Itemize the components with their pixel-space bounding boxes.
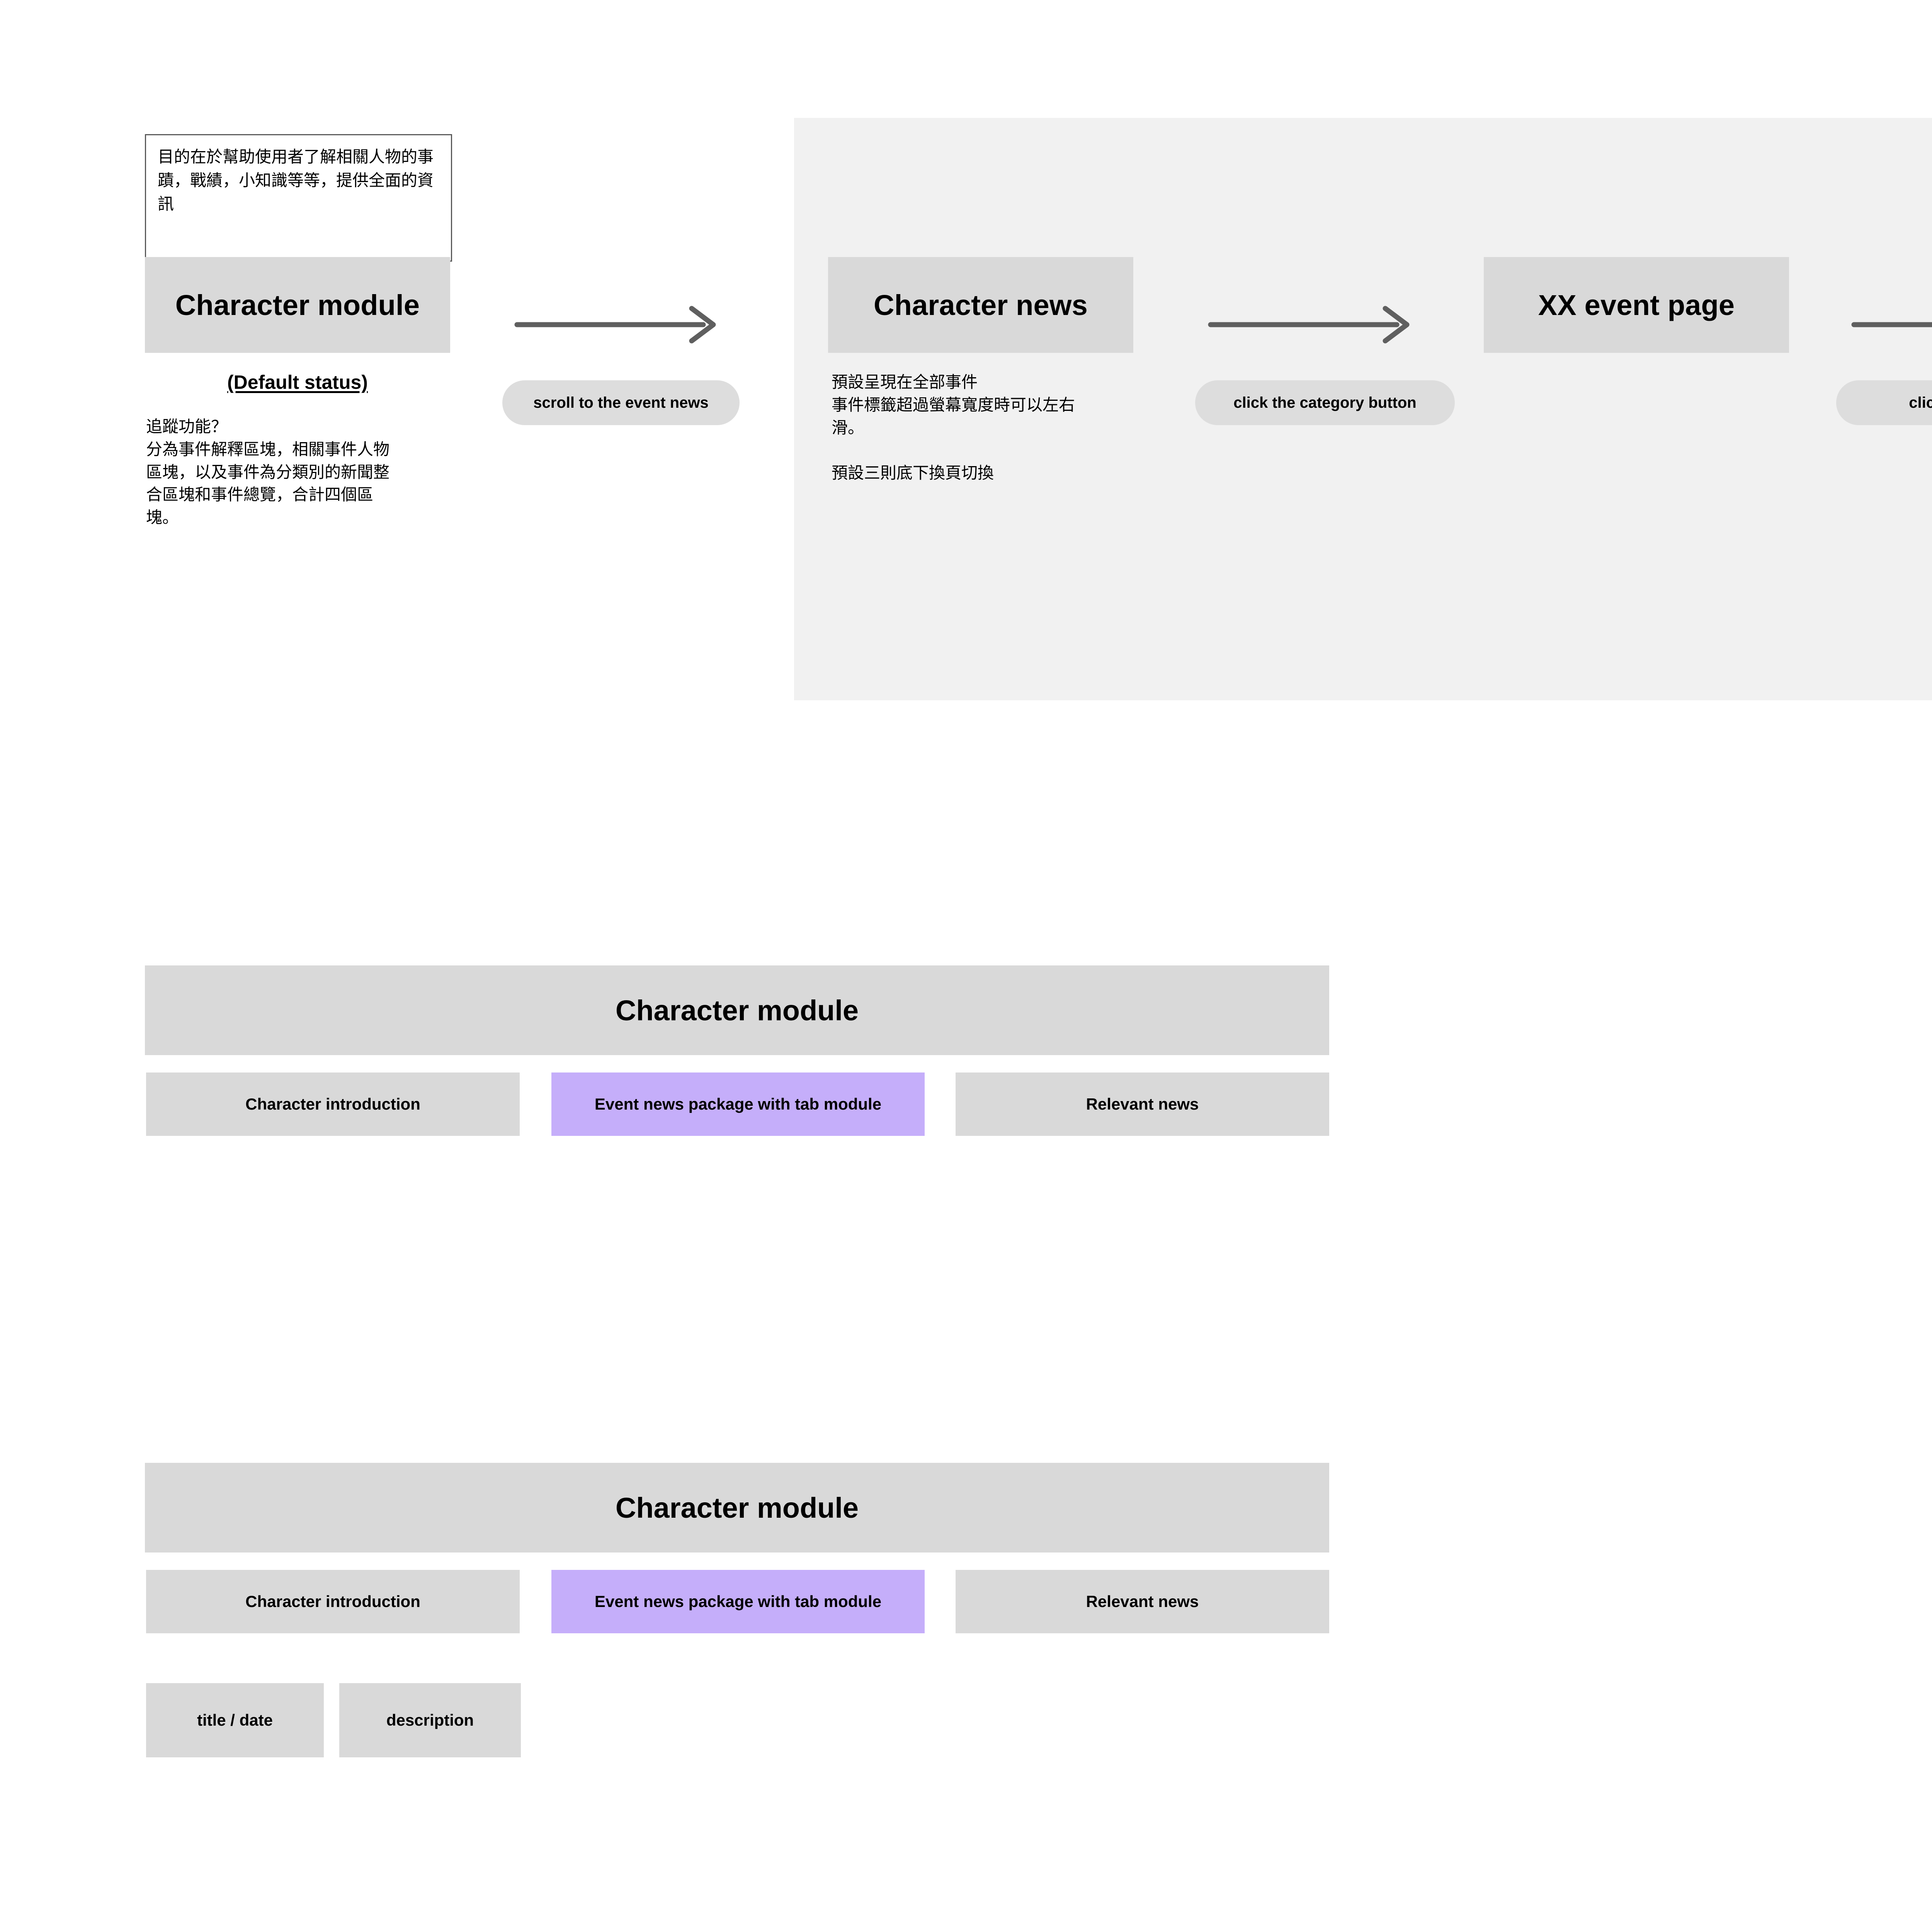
default-status-heading: (Default status) <box>227 371 368 393</box>
flow-node-label: XX event page <box>1538 289 1735 321</box>
module-a-cell-label: Character introduction <box>245 1095 420 1113</box>
arrow-right-icon-3 <box>1851 322 1932 327</box>
module-b-banner-label: Character module <box>615 1491 859 1524</box>
flow-pill-label: click the category button <box>1233 394 1417 411</box>
flow-pill-scroll-to-event-news[interactable]: scroll to the event news <box>502 380 740 425</box>
module-a-cell-character-introduction[interactable]: Character introduction <box>146 1072 520 1136</box>
module-a-cell-relevant-news[interactable]: Relevant news <box>956 1072 1329 1136</box>
module-a-banner[interactable]: Character module <box>145 965 1329 1055</box>
purpose-note-text: 目的在於幫助使用者了解相關人物的事 蹟，戰績，小知識等等，提供全面的資訊 <box>158 147 434 213</box>
module-b-cell-event-news-package[interactable]: Event news package with tab module <box>551 1570 925 1633</box>
module-b-cell-label: Event news package with tab module <box>594 1592 882 1610</box>
flow-node-character-module[interactable]: Character module <box>145 257 450 353</box>
flow-node-character-news[interactable]: Character news <box>828 257 1133 353</box>
flow-pill-click-the-category-button[interactable]: click the category button <box>1195 380 1455 425</box>
module-b-subcell-title-date[interactable]: title / date <box>146 1683 324 1757</box>
flow-pill-label: scroll to the event news <box>533 394 709 411</box>
character-module-annotation: 追蹤功能？ 分為事件解釋區塊，相關事件人物 區塊，以及事件為分類別的新聞整 合區… <box>146 417 390 527</box>
flow-node-label: Character news <box>874 289 1088 321</box>
flow-node-label: Character module <box>175 289 420 321</box>
arrow-right-icon-2 <box>1208 306 1410 344</box>
module-a-banner-label: Character module <box>615 994 859 1026</box>
module-b-subcell-label: description <box>386 1711 474 1729</box>
module-a-cell-event-news-package[interactable]: Event news package with tab module <box>551 1072 925 1136</box>
flow-node-xx-event-page[interactable]: XX event page <box>1484 257 1789 353</box>
module-b-cell-label: Relevant news <box>1086 1592 1199 1610</box>
arrow-right-icon-1 <box>514 306 716 344</box>
flow-pill-click-the-item[interactable]: click the item <box>1836 380 1932 425</box>
module-b-subcell-label: title / date <box>197 1711 273 1729</box>
module-b-banner[interactable]: Character module <box>145 1463 1329 1553</box>
module-a-cell-label: Event news package with tab module <box>594 1095 882 1113</box>
module-b-cell-character-introduction[interactable]: Character introduction <box>146 1570 520 1633</box>
module-b-cell-relevant-news[interactable]: Relevant news <box>956 1570 1329 1633</box>
module-b-cell-label: Character introduction <box>245 1592 420 1610</box>
flow-pill-label: click the item <box>1909 394 1932 411</box>
character-news-annotation: 預設呈現在全部事件 事件標籤超過螢幕寬度時可以左右 滑。 預設三則底下換頁切換 <box>832 373 1075 483</box>
module-b-subcell-description[interactable]: description <box>339 1683 521 1757</box>
purpose-note-box: 目的在於幫助使用者了解相關人物的事 蹟，戰績，小知識等等，提供全面的資訊 <box>145 134 452 262</box>
module-a-cell-label: Relevant news <box>1086 1095 1199 1113</box>
